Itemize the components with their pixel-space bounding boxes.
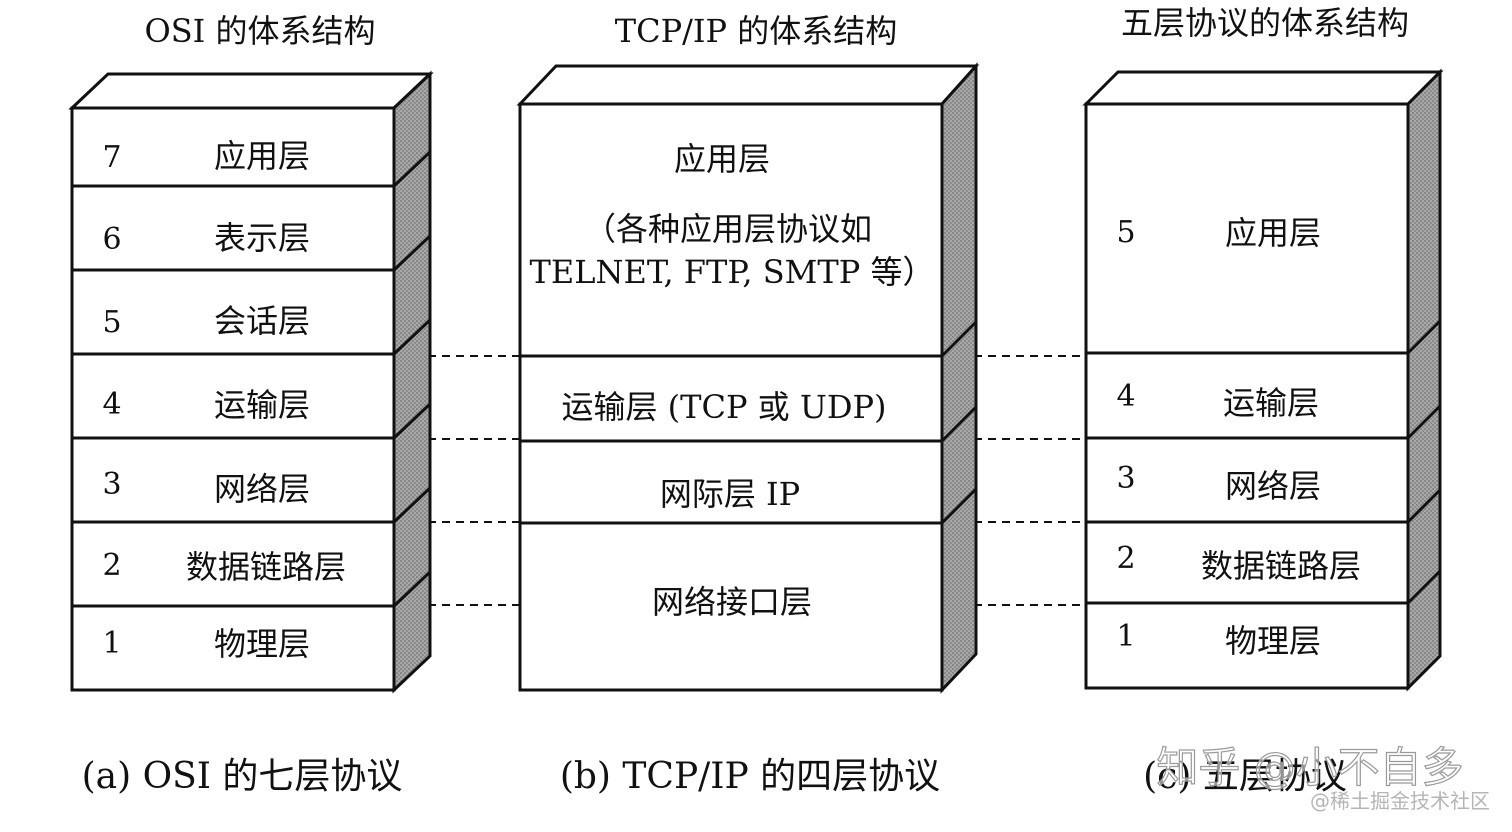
zhihu-watermark: 知乎 @小不自多 bbox=[1156, 743, 1463, 792]
osi-layer-5-label: 会话层 bbox=[214, 302, 310, 340]
five-layer-stack: 5 应用层 4 运输层 3 网络层 2 数据链路层 1 物理层 bbox=[1082, 68, 1444, 692]
five-layer-1-label: 物理层 bbox=[1225, 622, 1321, 660]
tcpip-caption: (b) TCP/IP 的四层协议 bbox=[560, 756, 940, 797]
osi-stack: 7 应用层 6 表示层 5 会话层 4 运输层 3 网络层 2 数据链路层 1 … bbox=[68, 70, 434, 694]
tcpip-top-face bbox=[516, 64, 980, 106]
five-layer-4-label: 运输层 bbox=[1223, 384, 1319, 422]
tcpip-front-face bbox=[518, 102, 944, 692]
five-layer-5-label: 应用层 bbox=[1225, 214, 1321, 252]
tcpip-side-face bbox=[940, 62, 978, 694]
osi-layer-6-number: 6 bbox=[102, 222, 121, 257]
tcpip-stack: 应用层 （各种应用层协议如 TELNET, FTP, SMTP 等） 运输层 (… bbox=[516, 62, 980, 694]
osi-layer-6-label: 表示层 bbox=[214, 219, 310, 257]
osi-layer-1-label: 物理层 bbox=[214, 625, 310, 663]
five-layer-2-label: 数据链路层 bbox=[1201, 547, 1361, 585]
osi-layer-4-number: 4 bbox=[102, 387, 121, 422]
five-layer-top-face bbox=[1082, 70, 1444, 106]
five-layer-title: 五层协议的体系结构 bbox=[1121, 4, 1409, 42]
osi-caption: (a) OSI 的七层协议 bbox=[82, 756, 403, 797]
osi-side-face bbox=[392, 70, 432, 694]
osi-layer-2-label: 数据链路层 bbox=[186, 548, 346, 586]
osi-layer-7-number: 7 bbox=[102, 140, 121, 175]
five-layer-3-number: 3 bbox=[1116, 461, 1135, 496]
five-layer-4-number: 4 bbox=[1116, 379, 1135, 414]
osi-top-face bbox=[68, 72, 434, 110]
tcpip-title: TCP/IP 的体系结构 bbox=[615, 12, 898, 50]
five-layer-front-face bbox=[1084, 102, 1410, 690]
tcpip-internet-label: 网际层 IP bbox=[660, 475, 800, 513]
tcpip-application-protocols-line2: TELNET, FTP, SMTP 等） bbox=[530, 253, 935, 291]
osi-title: OSI 的体系结构 bbox=[145, 12, 376, 50]
tcpip-application-label: 应用层 bbox=[674, 140, 770, 178]
tcpip-network-interface-label: 网络接口层 bbox=[652, 583, 812, 621]
five-layer-3-label: 网络层 bbox=[1225, 467, 1321, 505]
five-layer-caption: (c) 五层协议 bbox=[1143, 756, 1347, 797]
tcpip-transport-label: 运输层 (TCP 或 UDP) bbox=[561, 388, 886, 426]
osi-layer-3-label: 网络层 bbox=[214, 470, 310, 508]
tcpip-application-protocols-line1: （各种应用层协议如 bbox=[584, 210, 872, 248]
five-layer-5-number: 5 bbox=[1116, 215, 1135, 250]
five-layer-1-number: 1 bbox=[1116, 619, 1135, 654]
osi-layer-3-number: 3 bbox=[102, 467, 121, 502]
juejin-watermark: @稀土掘金技术社区 bbox=[1310, 789, 1490, 813]
osi-front-face bbox=[70, 106, 396, 692]
five-layer-2-number: 2 bbox=[1116, 541, 1135, 576]
osi-layer-2-number: 2 bbox=[102, 548, 121, 583]
osi-layer-1-number: 1 bbox=[102, 626, 121, 661]
osi-layer-7-label: 应用层 bbox=[214, 137, 310, 175]
five-layer-side-face bbox=[1406, 68, 1442, 692]
osi-layer-5-number: 5 bbox=[102, 305, 121, 340]
osi-layer-4-label: 运输层 bbox=[214, 386, 310, 424]
